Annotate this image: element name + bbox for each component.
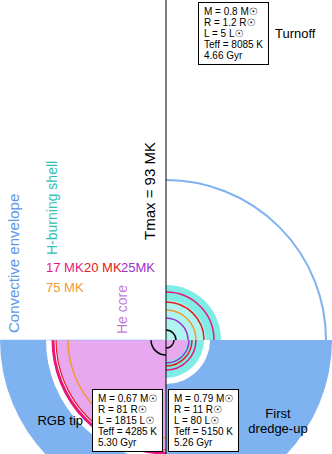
stats-box: M = 0.79 M☉R = 11 R☉L = 80 L☉Teff = 5150… xyxy=(168,389,239,452)
region-label: H-burning shell xyxy=(44,161,60,255)
stat-line: Teff = 5150 K xyxy=(174,426,233,437)
region-label: 75 MK xyxy=(46,280,84,296)
stat-line: 5.30 Gyr xyxy=(98,437,157,448)
stat-line: Teff = 4285 K xyxy=(98,426,157,437)
stat-line: M = 0.79 M☉ xyxy=(174,393,233,404)
stat-line: M = 0.8 M☉ xyxy=(204,6,263,17)
stat-line: Teff = 8085 K xyxy=(204,39,263,50)
region-label: 17 MK xyxy=(46,260,84,276)
region-label: He core xyxy=(114,285,130,334)
temperature-arc xyxy=(166,318,188,340)
tmax-arc xyxy=(166,340,174,348)
stat-line: L = 80 L☉ xyxy=(174,415,233,426)
stat-line: 4.66 Gyr xyxy=(204,50,263,61)
temperature-arc xyxy=(166,292,214,340)
he-core-fill xyxy=(166,340,187,361)
region-label: Tmax = 93 MK xyxy=(142,142,158,240)
shell-arc xyxy=(53,340,166,453)
gap-fill xyxy=(166,340,210,384)
temperature-arc xyxy=(166,302,204,340)
axis-line xyxy=(166,0,167,454)
h-shell-fill xyxy=(166,340,204,378)
stat-line: M = 0.67 M☉ xyxy=(98,393,157,404)
axis-line xyxy=(0,340,166,341)
stage-heading: RGB tip xyxy=(37,413,83,428)
stat-line: L = 1815 L☉ xyxy=(98,415,157,426)
region-label: 25MK xyxy=(121,260,155,276)
stat-line: R = 81 R☉ xyxy=(98,404,157,415)
convective-envelope-fill xyxy=(0,340,166,454)
stat-line: R = 11 R☉ xyxy=(174,404,233,415)
stat-line: L = 5 L☉ xyxy=(204,28,263,39)
h-shell-fill xyxy=(166,285,221,340)
stage-heading: Turnoff xyxy=(275,26,315,41)
region-label: 20 MK xyxy=(84,260,122,276)
shell-arc xyxy=(56,340,166,450)
region-label: Convective envelope xyxy=(6,194,22,333)
tmax-arc xyxy=(151,340,166,355)
stat-line: 5.26 Gyr xyxy=(174,437,233,448)
tmax-arc xyxy=(166,330,176,340)
temperature-arc xyxy=(166,340,196,370)
convective-envelope-fill xyxy=(166,340,332,454)
stage-heading: First dredge-up xyxy=(245,406,311,436)
stats-box: M = 0.8 M☉R = 1.2 R☉L = 5 L☉Teff = 8085 … xyxy=(198,2,269,65)
temperature-arc xyxy=(166,310,196,340)
convective-envelope-arc xyxy=(166,180,326,340)
stats-box: M = 0.67 M☉R = 81 R☉L = 1815 L☉Teff = 42… xyxy=(92,389,163,452)
gap-fill xyxy=(46,340,166,454)
temperature-arc xyxy=(166,340,192,366)
temperature-arc xyxy=(166,340,189,363)
he-core-fill xyxy=(56,340,166,450)
stat-line: R = 1.2 R☉ xyxy=(204,17,263,28)
